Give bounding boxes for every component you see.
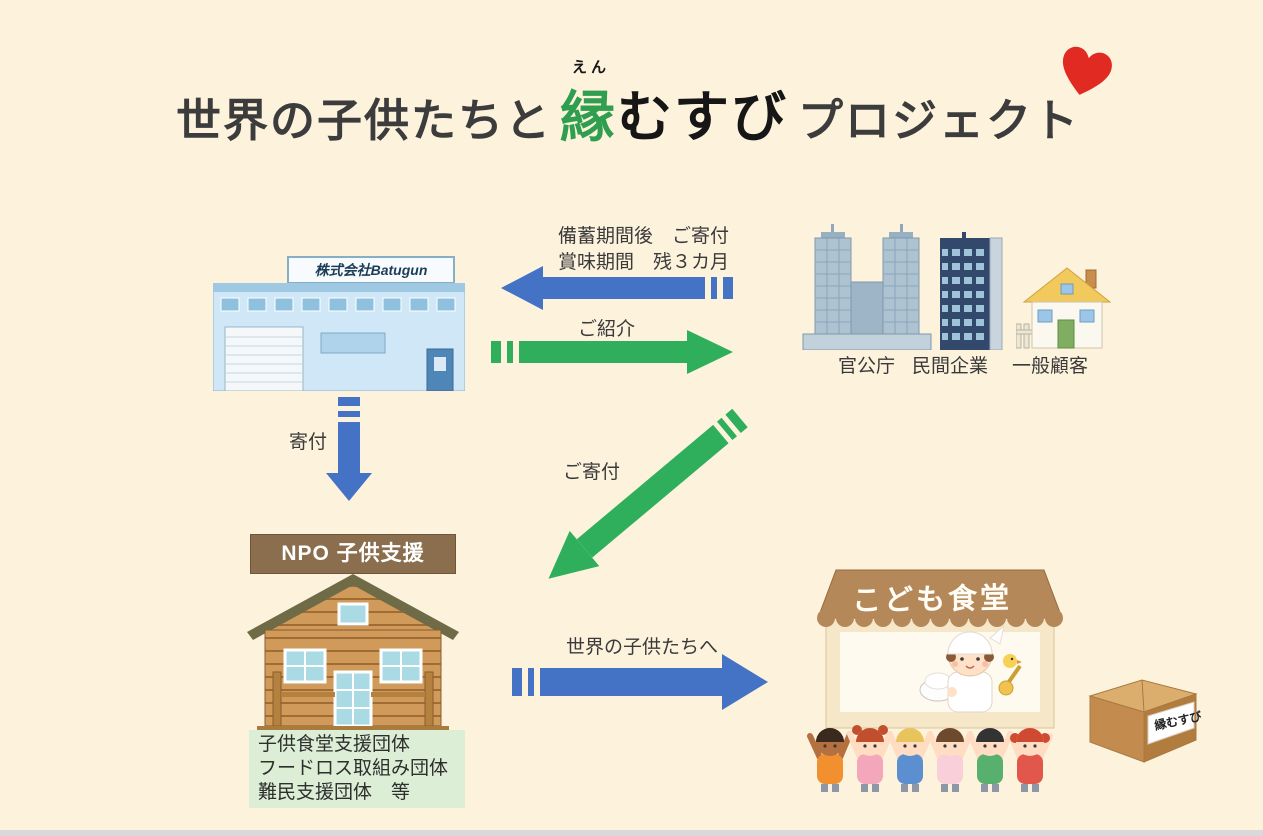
children-row: [807, 725, 1053, 792]
mid-window: [320, 332, 386, 354]
children-cafeteria-illustration: [807, 569, 1063, 792]
office-building-illustration: [940, 232, 1003, 350]
cabin-door: [333, 670, 373, 728]
footer-bar: [0, 830, 1263, 836]
cafeteria-sign: こども食堂: [851, 582, 1013, 618]
enmusubi-logo: えん縁むすび: [560, 59, 789, 152]
chef-woman: [919, 624, 1022, 713]
org-line-3: 難民支援団体 等: [258, 782, 411, 803]
arrow-referral: [491, 330, 733, 374]
children-eyes: [823, 744, 1037, 748]
house-door: [1057, 319, 1075, 349]
log-cabin-illustration: [247, 574, 459, 730]
house-illustration: [1016, 267, 1112, 349]
arrow-donation-down: [326, 397, 372, 501]
label-stockpile-line1: 備蓄期間後 ご寄付: [558, 226, 730, 247]
cabin-windows: [283, 648, 423, 684]
arrow-to-children: [512, 654, 768, 710]
arrow-donation-diagonal: [548, 408, 748, 579]
label-stockpile-line2: 賞味期間 残３カ月: [558, 252, 730, 273]
title-suffix: プロジェクト: [798, 95, 1081, 146]
heart-icon: [1062, 46, 1112, 95]
arrow-donation-to-company: [501, 266, 733, 310]
cardboard-box-illustration: [1088, 679, 1198, 763]
roof-scallops: [817, 609, 1063, 627]
government-building-illustration: [802, 224, 932, 350]
npo-organization-list: 子供食堂支援団体 フードロス取組み団体 難民支援団体 等: [249, 730, 465, 808]
title-prefix: 世界の子供たちと: [176, 95, 553, 146]
label-to-children: 世界の子供たちへ: [566, 637, 719, 658]
label-referral: ご紹介: [578, 319, 636, 340]
label-donation2: ご寄付: [563, 462, 621, 483]
logo-rest: むすび: [617, 86, 789, 148]
company-sign: 株式会社Batugun: [287, 256, 455, 284]
label-donation: 寄付: [289, 432, 328, 453]
children-legs: [821, 784, 1039, 792]
logo-first-char: 縁: [560, 86, 618, 148]
entrance-door: [426, 348, 454, 391]
source-label-general-customer: 一般顧客: [1012, 356, 1089, 377]
org-line-2: フードロス取組み団体: [258, 758, 449, 779]
npo-sign: NPO 子供支援: [250, 534, 456, 574]
company-building-illustration: [213, 283, 465, 391]
logo-furigana: えん: [572, 59, 611, 76]
shutter-door: [224, 326, 304, 391]
source-label-government: 官公庁: [838, 356, 896, 377]
source-label-private-company: 民間企業: [912, 356, 989, 377]
org-line-1: 子供食堂支援団体: [258, 734, 411, 755]
window-row: [220, 297, 456, 312]
